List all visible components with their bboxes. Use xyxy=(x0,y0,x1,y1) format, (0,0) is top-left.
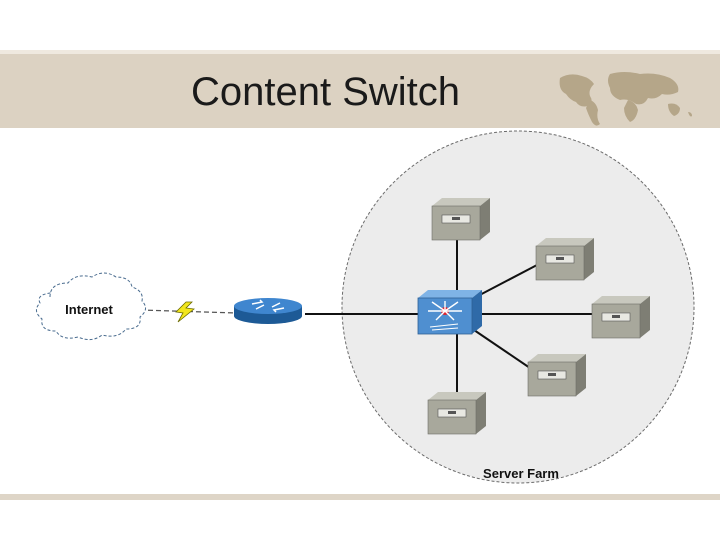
router-icon xyxy=(234,298,302,324)
server-icon xyxy=(591,296,650,339)
server-farm-boundary xyxy=(341,130,695,484)
title-band xyxy=(0,50,720,128)
link-server-2 xyxy=(473,264,538,299)
server-icon xyxy=(431,198,490,241)
server-icon xyxy=(527,354,586,397)
footer-line xyxy=(0,494,720,500)
server-icon xyxy=(427,392,486,435)
slide-title: Content Switch xyxy=(191,70,461,114)
title-band-top-line xyxy=(0,50,720,54)
lightning-bolt-icon xyxy=(175,301,195,323)
world-map-icon xyxy=(559,72,692,126)
network-links xyxy=(305,240,592,398)
cloud-icon xyxy=(36,272,146,341)
server-farm-label: Server Farm xyxy=(483,466,559,481)
content-switch-icon xyxy=(417,290,482,335)
server-icon xyxy=(535,238,594,281)
link-server-4 xyxy=(473,329,531,369)
internet-label: Internet xyxy=(65,302,113,317)
